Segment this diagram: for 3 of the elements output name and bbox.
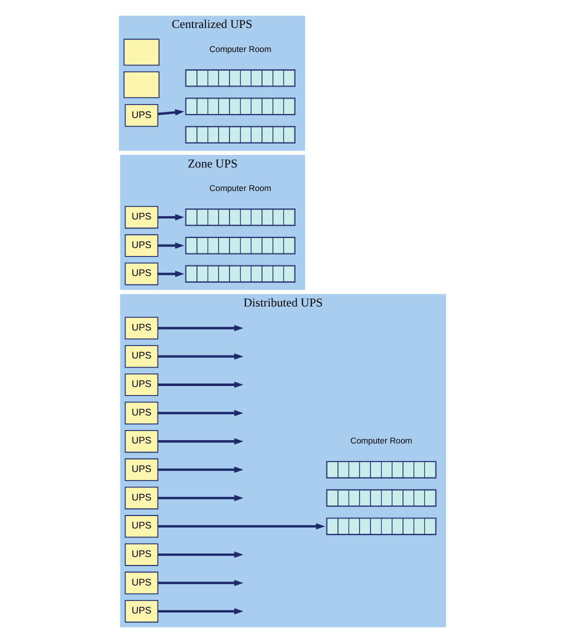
label: Computer Room	[350, 436, 412, 446]
label: Computer Room	[208, 183, 271, 194]
label: Computer Room	[208, 44, 271, 54]
